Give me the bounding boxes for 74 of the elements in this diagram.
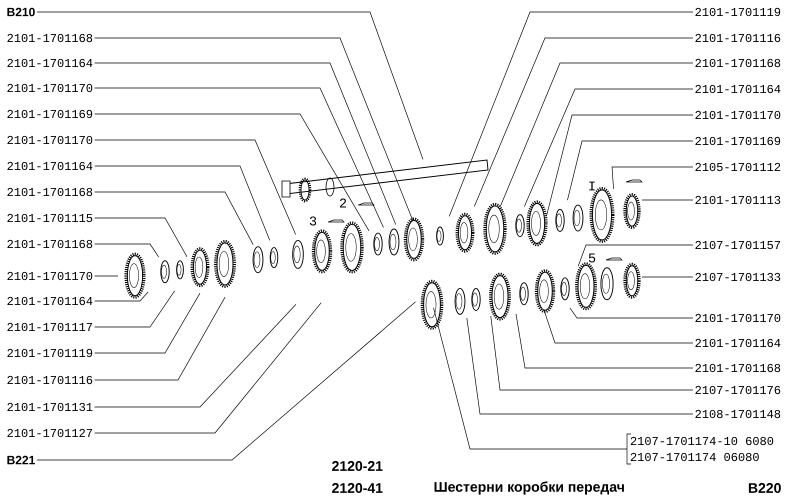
gear-number: 3 [310,216,316,226]
part-number: 2101-1701164 [695,84,780,94]
leader-line [94,296,226,380]
leader-line [94,192,254,246]
leader-line [94,62,396,225]
leader-line [546,114,694,217]
part-number: 2108-1701148 [695,410,780,418]
part-number: 2101-1701117 [7,322,92,332]
part-number: 2101-1701170 [7,272,92,280]
leader-line [474,38,694,207]
leader-line [612,166,694,190]
leader-line [94,292,148,302]
leader-line [94,38,414,221]
leader-line [94,292,200,354]
part-number: 2101-1701170 [7,84,92,92]
leader-line [524,88,694,207]
leader-line [500,62,694,207]
part-number: B221 [7,456,35,464]
leader-line [466,318,694,414]
gear-number: 5 [588,254,596,262]
part-number: 2107-1701157 [695,240,780,250]
part-number: 2101-1701116 [7,376,92,384]
gear-number: 2 [340,198,346,208]
part-number: 2101-1701168 [7,188,92,196]
part-number: 2101-1701170 [695,314,780,322]
model-number: 2120-41 [332,483,383,493]
part-number: 2101-1701168 [695,364,780,372]
bracketed-part-numbers: 2107-1701174-10 6080 2107-1701174 06080 [626,434,774,464]
part-number: 2101-1701113 [695,196,780,204]
leader-line [94,290,175,328]
leader-line [448,12,694,217]
page-code: B220 [748,483,781,493]
part-number: 2101-1701119 [7,348,92,358]
leader-line [94,302,322,434]
leader-line [94,304,296,408]
part-number: 2101-1701170 [7,136,92,144]
leader-line [94,218,188,258]
leader-line [94,88,384,228]
part-number: 2101-1701169 [695,136,780,146]
title: Шестерни коробки передач [434,481,624,495]
part-number: 2101-1701164 [695,338,780,348]
part-number: 2107-1701133 [695,272,780,282]
leader-line [490,316,694,390]
part-number: 2101-1701116 [695,34,780,42]
part-number: 2107-1701176 [695,386,780,394]
leader-line [544,309,694,344]
part-number: 2101-1701168 [7,240,92,248]
part-number: 2105-1701112 [695,162,780,172]
part-number: 2101-1701170 [695,110,780,120]
part-number: 2101-1701168 [695,58,780,68]
part-number: 2101-1701127 [7,428,92,438]
leader-line [94,114,370,232]
leader-line [516,314,694,368]
leader-line [94,140,296,235]
leader-line [567,140,694,201]
leader-line [433,307,628,450]
leader-line [94,166,270,241]
gear-number: I [589,182,595,190]
part-number: 2101-1701131 [7,402,92,412]
part-number: 2101-1701115 [7,214,92,222]
part-number: 2101-1701164 [7,296,92,306]
part-number: B210 [7,8,35,16]
part-number: 2101-1701164 [7,58,92,68]
part-number: 2101-1701168 [7,34,92,42]
leader-line [36,12,424,160]
model-number: 2120-21 [332,461,383,471]
leader-line [578,244,694,267]
part-number: 2101-1701169 [7,110,92,118]
leader-line [94,244,159,258]
part-number: 2101-1701119 [695,8,780,16]
leader-line [36,302,416,460]
part-number: 2101-1701164 [7,162,92,170]
leader-line [570,308,694,318]
leader-line [642,276,694,278]
